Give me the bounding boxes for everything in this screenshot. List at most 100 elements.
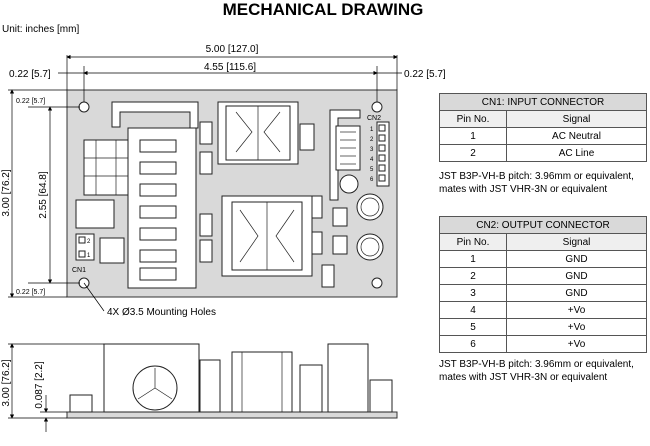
cn1-pin-2 xyxy=(78,236,86,244)
cn2-cell-signal: +Vo xyxy=(506,335,647,353)
dim-overall-width: 5.00 [127.0] xyxy=(206,44,259,55)
heatsink-fin xyxy=(139,205,177,219)
cn2-pin xyxy=(378,144,386,152)
cn2-cell-signal: GND xyxy=(506,250,647,268)
cn2-pin-label: 6 xyxy=(370,177,374,183)
side-connector xyxy=(69,394,93,413)
side-component xyxy=(199,359,221,413)
dim-hole-offset-top: 0.22 [5.7] xyxy=(16,98,45,105)
side-capacitor xyxy=(327,343,369,413)
table-row: 3 GND xyxy=(439,284,647,302)
side-transformer xyxy=(231,351,293,413)
cn2-pin xyxy=(378,154,386,162)
cn2-cell-pin: 3 xyxy=(439,284,507,302)
component xyxy=(332,207,348,227)
cn1-table-caption: CN1: INPUT CONNECTOR xyxy=(439,93,647,111)
table-row: 2 GND xyxy=(439,267,647,285)
table-row: 1 GND xyxy=(439,250,647,268)
cn2-pin-label: 1 xyxy=(370,127,374,133)
cn2-pin-label: 4 xyxy=(370,157,374,163)
cn2-note: JST B3P-VH-B pitch: 3.96mm or equivalent… xyxy=(439,359,634,383)
cn2-cell-pin: 4 xyxy=(439,301,507,319)
side-component xyxy=(369,379,393,413)
cn2-pin xyxy=(378,124,386,132)
table-row: 5 +Vo xyxy=(439,318,647,336)
component xyxy=(332,235,348,255)
dim-edge-right: 0.22 [5.7] xyxy=(404,69,446,80)
cn2-pin-label: 3 xyxy=(370,147,374,153)
side-component xyxy=(299,364,323,413)
heatsink-fin xyxy=(139,139,177,153)
cn1-pin-1 xyxy=(78,250,86,258)
component xyxy=(199,121,213,145)
component xyxy=(311,231,323,255)
drawing-title: MECHANICAL DRAWING xyxy=(223,0,424,19)
capacitor-block xyxy=(75,199,115,229)
input-filter xyxy=(83,139,129,196)
top-view: 2 1 CN1 xyxy=(66,89,398,298)
cn2-cell-signal: GND xyxy=(506,284,647,302)
dim-hole-spacing-width: 4.55 [115.6] xyxy=(204,62,256,73)
cn1-cell-pin: 2 xyxy=(439,144,507,162)
cn2-table: CN2: OUTPUT CONNECTOR Pin No. Signal 1 G… xyxy=(439,216,647,353)
mounting-hole-top-right xyxy=(371,101,383,113)
cn1-cell-signal: AC Line xyxy=(506,144,647,162)
cn2-cell-signal: +Vo xyxy=(506,318,647,336)
component xyxy=(299,123,315,151)
cn2-cell-signal: +Vo xyxy=(506,301,647,319)
table-row: 2 AC Line xyxy=(439,144,647,162)
cn1-header-pin: Pin No. xyxy=(439,110,507,128)
heatsink-fin xyxy=(139,267,177,281)
table-row: 6 +Vo xyxy=(439,335,647,353)
component xyxy=(199,213,213,237)
fuse-block xyxy=(99,237,125,264)
component xyxy=(311,195,323,219)
cn2-label: CN2 xyxy=(367,115,381,122)
unit-label: Unit: inches [mm] xyxy=(2,24,79,35)
heatsink-fin xyxy=(139,249,177,263)
heatsink-fin xyxy=(139,183,177,197)
cn2-pin-label: 2 xyxy=(370,137,374,143)
cn1-cell-pin: 1 xyxy=(439,127,507,145)
heatsink-fin xyxy=(139,161,177,175)
cn2-table-caption: CN2: OUTPUT CONNECTOR xyxy=(439,216,647,234)
component xyxy=(199,151,213,175)
bracket-top xyxy=(111,101,199,129)
cn2-cell-pin: 5 xyxy=(439,318,507,336)
output-capacitor xyxy=(339,174,359,194)
pcb-side xyxy=(66,411,398,419)
cn1-label: CN1 xyxy=(72,267,86,274)
cn1-pin-label-1: 1 xyxy=(87,253,91,259)
mounting-hole-top-left xyxy=(78,101,90,113)
cn2-pin xyxy=(378,164,386,172)
cn2-cell-pin: 2 xyxy=(439,267,507,285)
side-view xyxy=(8,343,398,432)
cn1-cell-signal: AC Neutral xyxy=(506,127,647,145)
cn1-pin-label-2: 2 xyxy=(87,239,91,245)
mounting-holes-label: 4X Ø3.5 Mounting Holes xyxy=(107,307,216,318)
cn1-note: JST B3P-VH-B pitch: 3.96mm or equivalent… xyxy=(439,171,634,195)
dim-side-height: 3.00 [76.2] xyxy=(1,359,12,406)
dim-standoff: 0.087 [2.2] xyxy=(34,361,45,408)
cn1-table: CN1: INPUT CONNECTOR Pin No. Signal 1 AC… xyxy=(439,93,647,162)
dimension-lines xyxy=(8,54,402,312)
cn2-pin xyxy=(378,174,386,182)
cn2-cell-pin: 1 xyxy=(439,250,507,268)
component xyxy=(321,264,335,288)
dim-overall-height: 3.00 [76.2] xyxy=(1,169,12,216)
cn1-header-signal: Signal xyxy=(506,110,647,128)
table-row: 4 +Vo xyxy=(439,301,647,319)
mounting-hole-bottom-right xyxy=(371,277,383,289)
cn2-pin-label: 5 xyxy=(370,167,374,173)
cn2-header-pin: Pin No. xyxy=(439,233,507,251)
transformer-2-winding xyxy=(239,209,295,263)
cn2-pin xyxy=(378,134,386,142)
dim-hole-spacing-height: 2.55 [64.8] xyxy=(38,171,49,218)
transformer-1-winding xyxy=(235,111,281,153)
dim-edge-left: 0.22 [5.7] xyxy=(9,69,51,80)
cn2-cell-pin: 6 xyxy=(439,335,507,353)
heatsink-fin xyxy=(139,227,177,241)
component xyxy=(199,239,213,263)
table-row: 1 AC Neutral xyxy=(439,127,647,145)
